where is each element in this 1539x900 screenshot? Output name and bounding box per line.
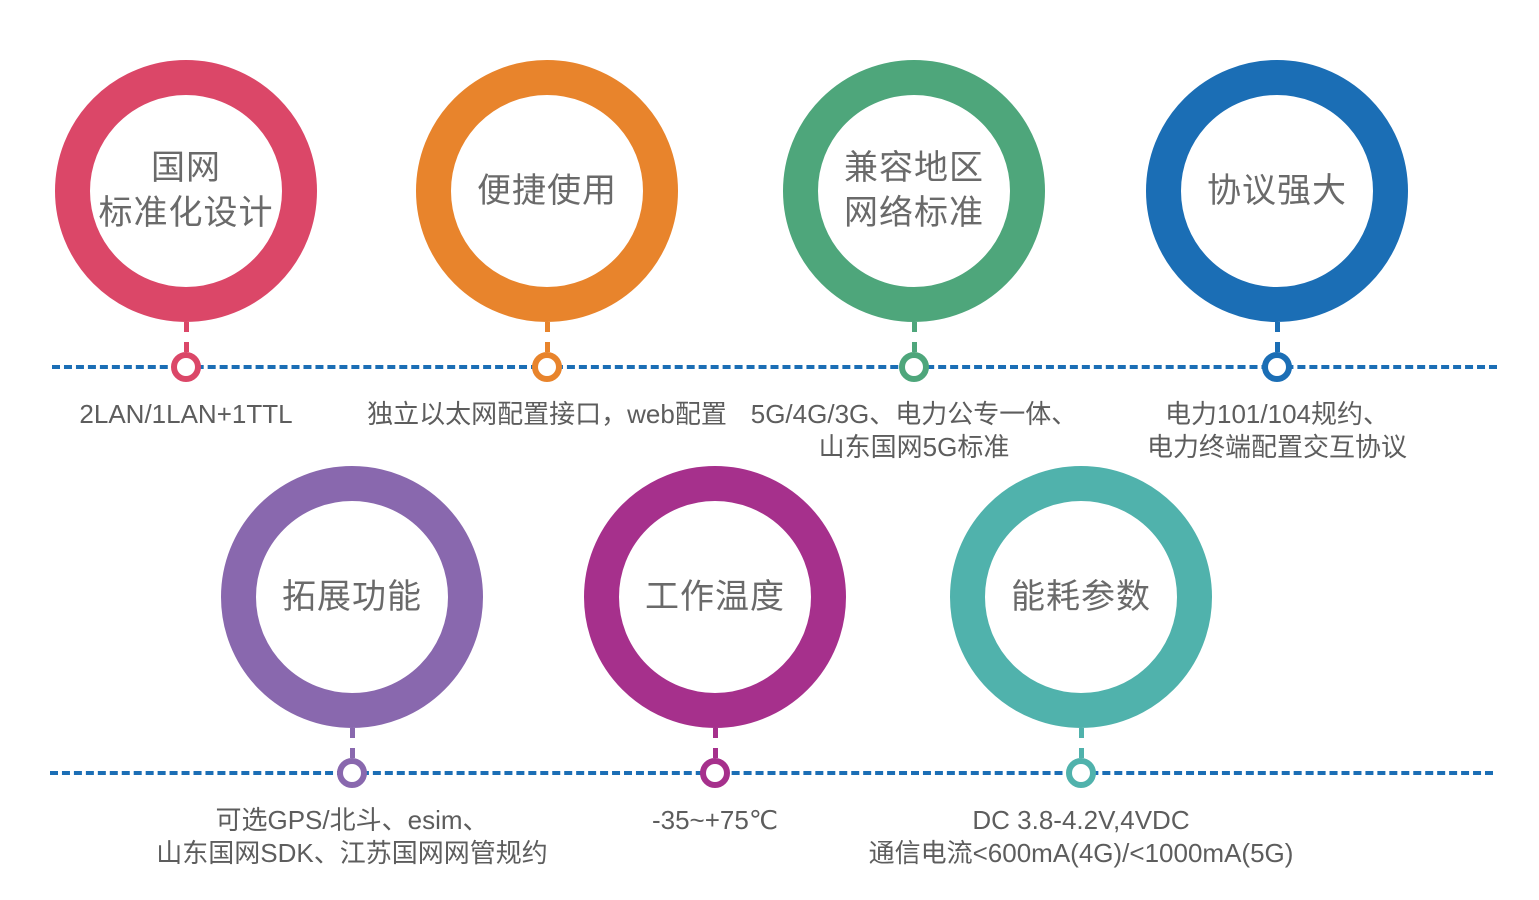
connector-stem: [544, 322, 550, 352]
timeline-row2: [50, 771, 1493, 775]
feature-title-line: 协议强大: [1207, 171, 1347, 210]
feature-title: 国网 标准化设计: [99, 146, 274, 236]
feature-item-standard-design: 国网 标准化设计 2LAN/1LAN+1TTL: [4, 60, 368, 431]
feature-title: 便捷使用: [477, 169, 617, 214]
feature-title-line: 网络标准: [844, 194, 984, 232]
timeline-row1: [52, 365, 1497, 369]
feature-item-easy-use: 便捷使用 独立以太网配置接口，web配置: [365, 60, 729, 431]
timeline-marker: [899, 352, 929, 382]
connector-stem: [1078, 728, 1084, 758]
feature-circle: 兼容地区 网络标准: [783, 60, 1045, 322]
feature-caption: 2LAN/1LAN+1TTL: [79, 398, 292, 431]
feature-caption-line: 山东国网5G标准: [818, 432, 1010, 462]
feature-caption-line: 可选GPS/北斗、esim、: [215, 805, 489, 835]
timeline-marker: [700, 758, 730, 788]
feature-circle: 拓展功能: [221, 466, 483, 728]
feature-item-network-standards: 兼容地区 网络标准 5G/4G/3G、电力公专一体、 山东国网5G标准: [732, 60, 1096, 464]
feature-title: 能耗参数: [1011, 575, 1151, 620]
feature-circle: 工作温度: [584, 466, 846, 728]
feature-caption: 可选GPS/北斗、esim、 山东国网SDK、江苏国网网管规约: [156, 804, 547, 870]
connector-stem: [911, 322, 917, 352]
connector-stem: [1274, 322, 1280, 352]
feature-caption-line: -35~+75℃: [651, 805, 779, 835]
feature-caption-line: 独立以太网配置接口，web配置: [367, 399, 727, 429]
feature-caption: 5G/4G/3G、电力公专一体、 山东国网5G标准: [751, 398, 1078, 464]
feature-item-powerful-protocol: 协议强大 电力101/104规约、 电力终端配置交互协议: [1095, 60, 1459, 464]
feature-item-extended-functions: 拓展功能 可选GPS/北斗、esim、 山东国网SDK、江苏国网网管规约: [156, 466, 548, 870]
feature-title-line: 能耗参数: [1011, 577, 1151, 616]
connector-stem: [349, 728, 355, 758]
feature-circle: 便捷使用: [416, 60, 678, 322]
connector-stem: [183, 322, 189, 352]
connector-stem: [712, 728, 718, 758]
feature-title-line: 兼容地区: [844, 149, 984, 187]
feature-circle: 国网 标准化设计: [55, 60, 317, 322]
feature-caption-line: 通信电流<600mA(4G)/<1000mA(5G): [868, 838, 1294, 868]
feature-caption-line: 山东国网SDK、江苏国网网管规约: [156, 838, 548, 868]
feature-circle: 协议强大: [1146, 60, 1408, 322]
timeline-marker: [171, 352, 201, 382]
feature-title: 协议强大: [1207, 169, 1347, 214]
feature-caption: DC 3.8-4.2V,4VDC 通信电流<600mA(4G)/<1000mA(…: [869, 804, 1294, 870]
feature-circle: 能耗参数: [950, 466, 1212, 728]
feature-title-line: 工作温度: [645, 577, 785, 616]
feature-item-working-temperature: 工作温度 -35~+75℃: [533, 466, 897, 837]
feature-caption-line: 电力终端配置交互协议: [1146, 432, 1407, 462]
timeline-marker: [532, 352, 562, 382]
feature-title: 工作温度: [645, 575, 785, 620]
feature-title-line: 便捷使用: [477, 171, 617, 210]
feature-title-line: 国网: [151, 149, 221, 187]
feature-caption: 电力101/104规约、 电力终端配置交互协议: [1147, 398, 1407, 464]
feature-item-energy-parameters: 能耗参数 DC 3.8-4.2V,4VDC 通信电流<600mA(4G)/<10…: [869, 466, 1293, 870]
feature-caption-line: 5G/4G/3G、电力公专一体、: [750, 399, 1078, 429]
feature-title: 兼容地区 网络标准: [844, 146, 984, 236]
timeline-marker: [337, 758, 367, 788]
timeline-marker: [1066, 758, 1096, 788]
feature-title: 拓展功能: [282, 575, 422, 620]
feature-caption-line: 电力101/104规约、: [1165, 399, 1389, 429]
timeline-marker: [1262, 352, 1292, 382]
feature-caption: -35~+75℃: [652, 804, 778, 837]
feature-caption: 独立以太网配置接口，web配置: [367, 398, 727, 431]
feature-title-line: 标准化设计: [98, 194, 274, 232]
feature-caption-line: DC 3.8-4.2V,4VDC: [972, 805, 1190, 835]
feature-caption-line: 2LAN/1LAN+1TTL: [79, 399, 293, 429]
feature-title-line: 拓展功能: [282, 577, 422, 616]
